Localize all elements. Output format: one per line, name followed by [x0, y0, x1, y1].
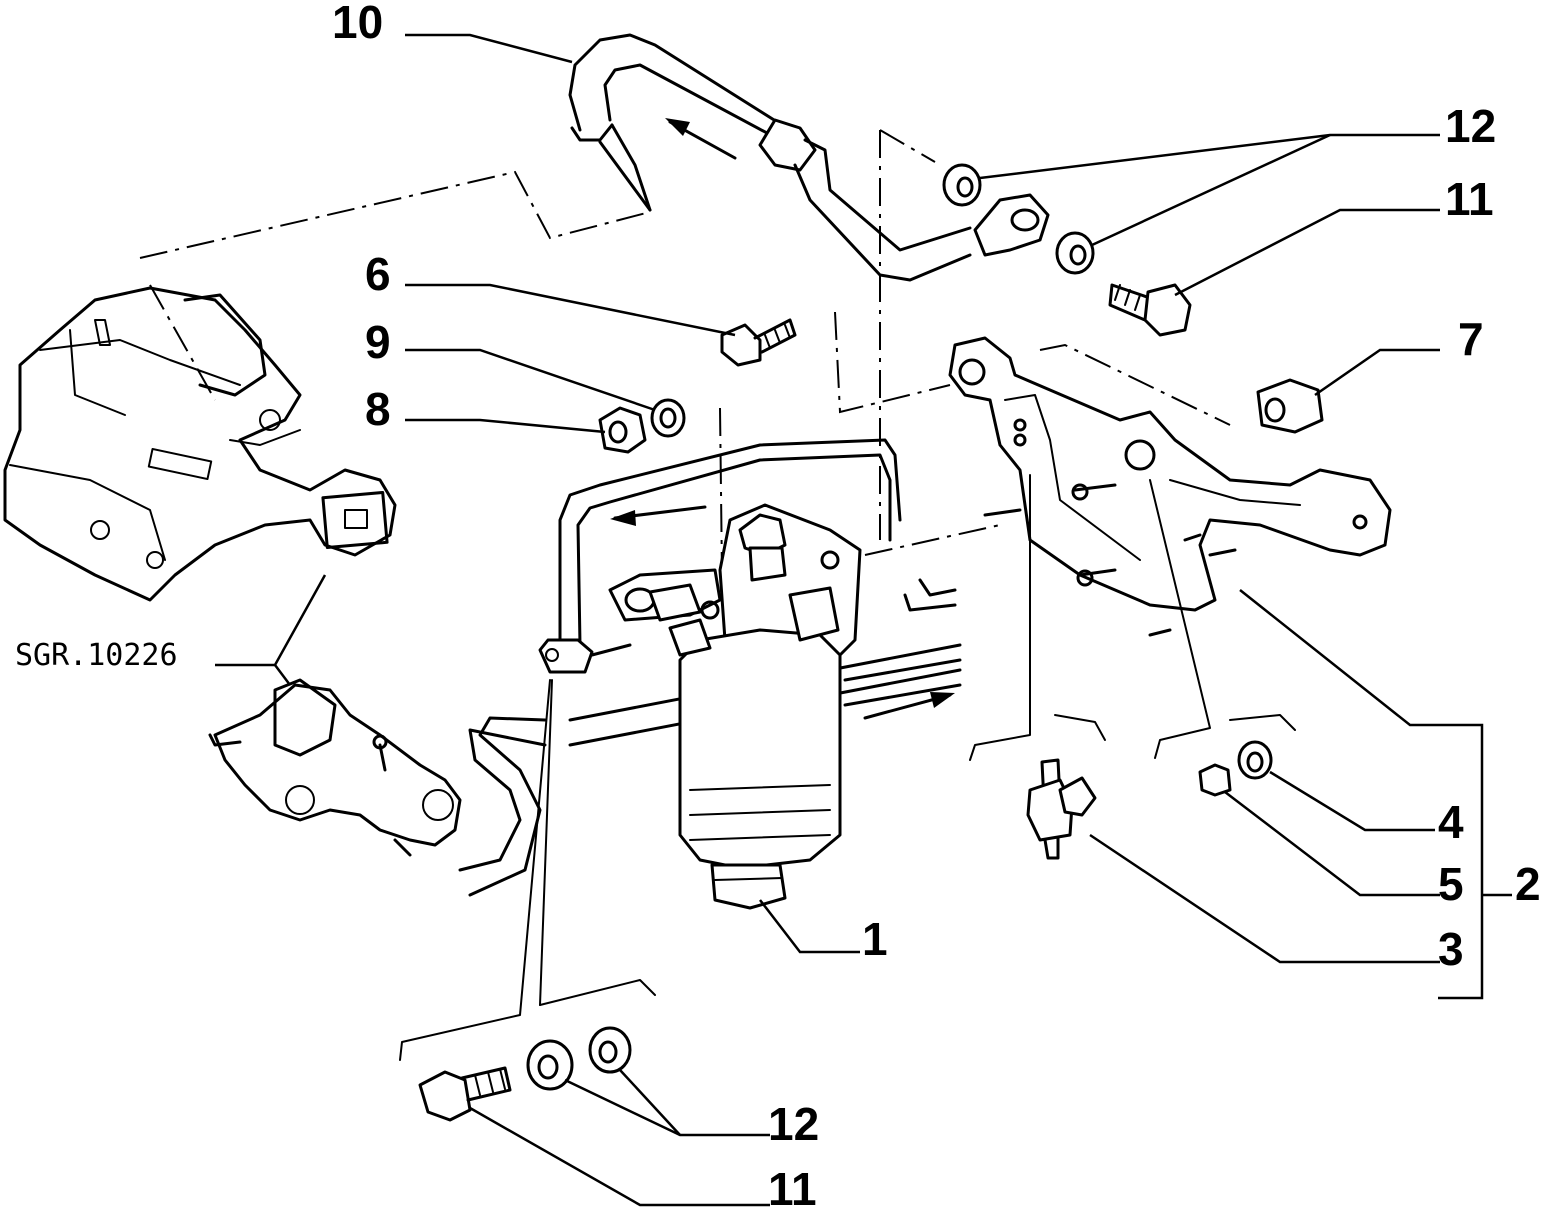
callout-1: 1 [862, 913, 888, 965]
callout-labels: 10 6 9 8 12 11 7 1 4 5 2 3 12 11 SGR.102… [15, 0, 1541, 1208]
sensor-3 [1026, 758, 1097, 860]
screw-5 [1198, 763, 1232, 797]
callout-12-bottom: 12 [768, 1098, 819, 1150]
washer-9 [650, 398, 686, 438]
nut-7 [1256, 378, 1324, 434]
callout-11-top: 11 [1445, 173, 1494, 225]
washer-12-bottom-b [588, 1026, 632, 1074]
washer-12-bottom-a [526, 1039, 574, 1091]
callout-5: 5 [1438, 858, 1464, 910]
callout-6: 6 [365, 248, 391, 300]
callout-4: 4 [1438, 796, 1464, 848]
washer-4 [1237, 740, 1273, 780]
filter-bracket-2 [948, 336, 1392, 637]
flow-arrows [610, 118, 955, 720]
fuel-filter-1 [608, 503, 862, 910]
washer-12-top-b [1055, 231, 1095, 275]
banjo-bolt-11-top [1108, 283, 1192, 337]
nut-8 [598, 406, 647, 454]
banjo-bolt-11-bottom [418, 1066, 512, 1122]
reference-code: SGR.10226 [15, 638, 178, 673]
callout-2: 2 [1515, 858, 1541, 910]
supply-pipe [538, 438, 902, 674]
injection-pump [3, 286, 397, 602]
callout-11-bottom: 11 [768, 1163, 817, 1208]
callout-10: 10 [332, 0, 383, 48]
assembly-centerlines [139, 129, 1231, 576]
inlet-connector-block [208, 678, 462, 857]
washer-12-top-a [942, 163, 982, 207]
callout-12-top: 12 [1445, 100, 1496, 152]
return-pipe-10 [568, 33, 1050, 282]
exploded-brackets [399, 474, 1296, 1061]
screw-6 [720, 318, 797, 367]
callout-3: 3 [1438, 923, 1464, 975]
callout-8: 8 [365, 383, 391, 435]
callout-7: 7 [1458, 313, 1484, 365]
leader-lines [215, 33, 1512, 1207]
callout-9: 9 [365, 316, 391, 368]
